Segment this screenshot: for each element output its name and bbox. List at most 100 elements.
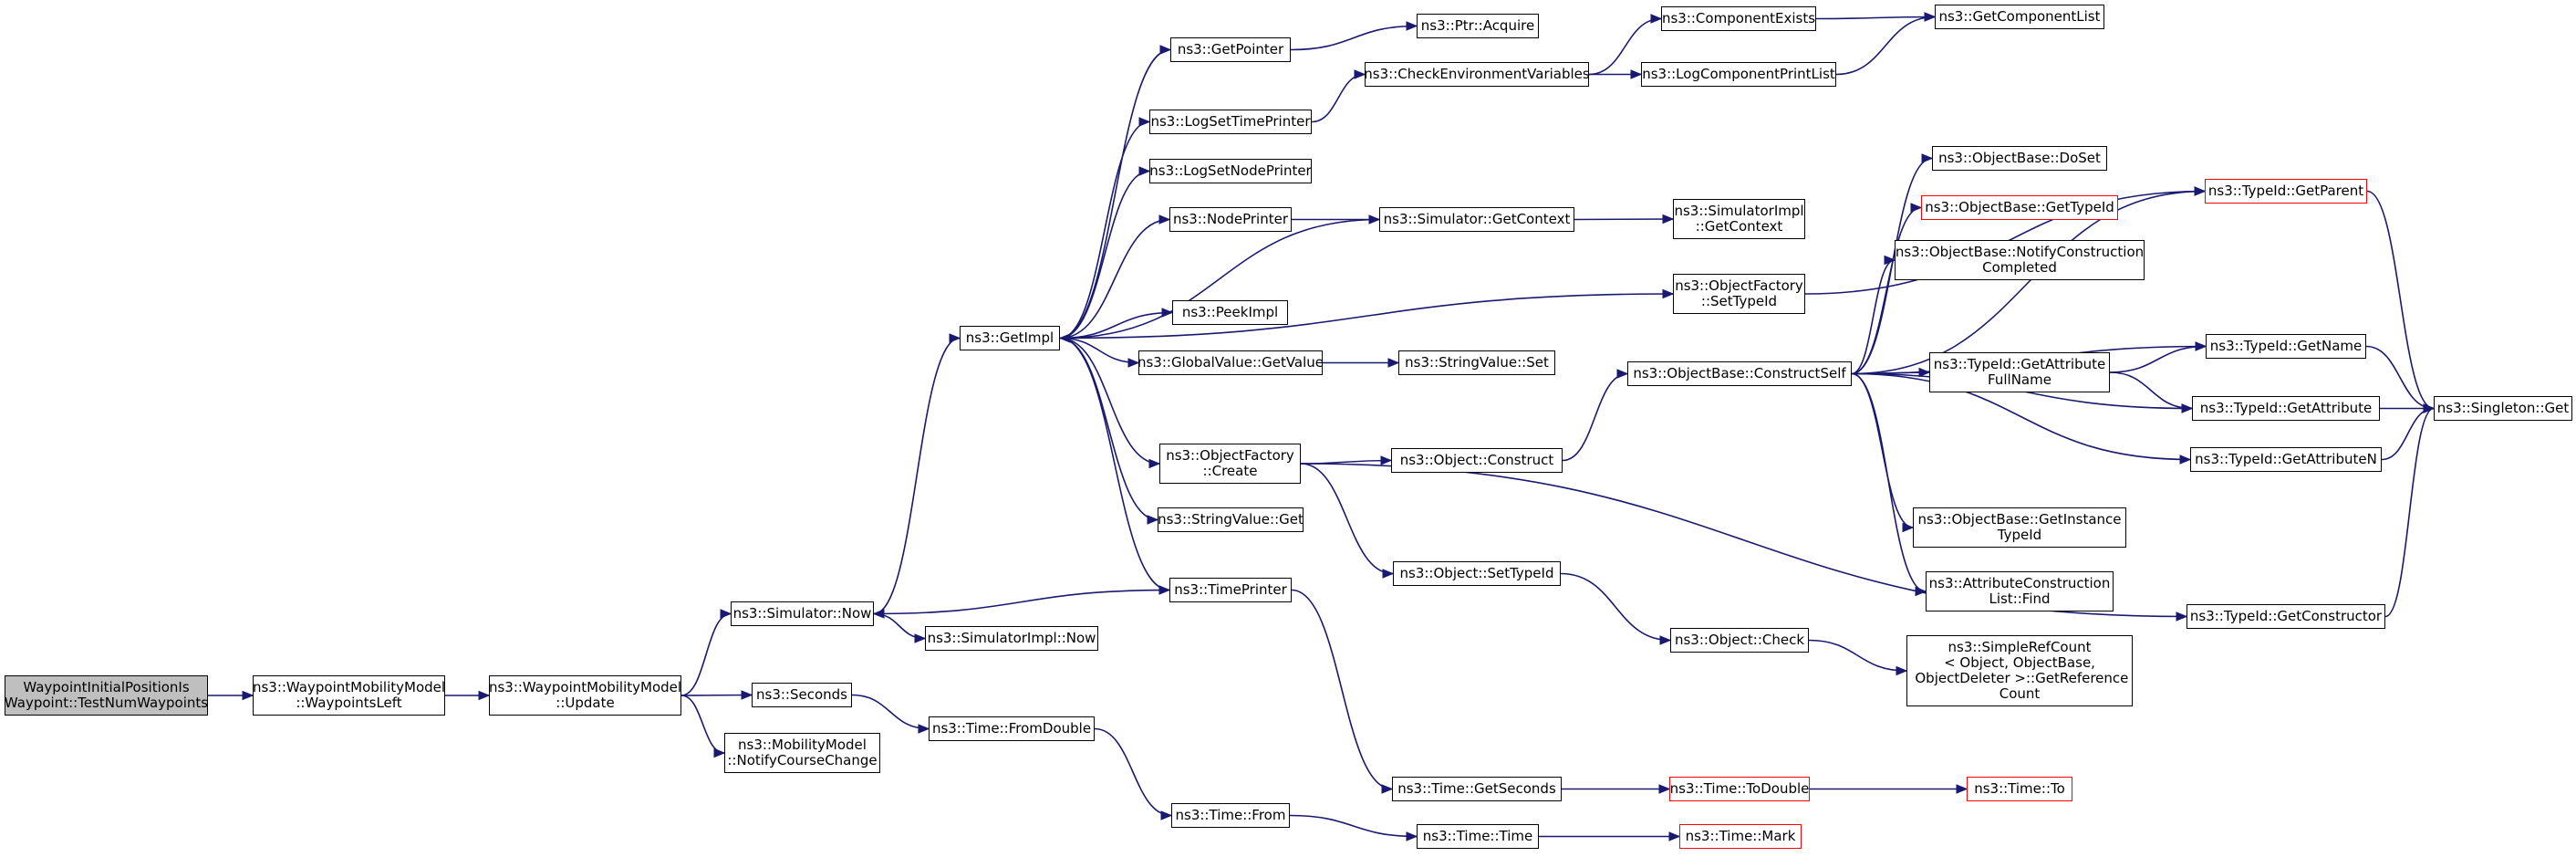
edge-get-impl-to-get-pointer — [1059, 48, 1171, 340]
node-obj-settypeid[interactable]: ns3::Object::SetTypeId — [1393, 561, 1561, 586]
edge-arrowhead — [1147, 515, 1159, 525]
node-of-create[interactable]: ns3::ObjectFactory::Create — [1159, 444, 1301, 484]
node-label-line: ns3::TimePrinter — [1174, 581, 1287, 598]
node-label-line: ns3::PeekImpl — [1181, 304, 1279, 320]
node-sim-getcontext[interactable]: ns3::Simulator::GetContext — [1379, 207, 1574, 232]
node-label-line: ns3::Time::GetSeconds — [1397, 780, 1556, 797]
edge-tid-getparent-to-singleton-get — [2366, 190, 2435, 410]
node-node-printer[interactable]: ns3::NodePrinter — [1169, 207, 1292, 232]
node-simimpl-getcontext[interactable]: ns3::SimulatorImpl::GetContext — [1673, 199, 1805, 239]
node-update[interactable]: ns3::WaypointMobilityModel::Update — [489, 675, 681, 716]
node-comp-exists[interactable]: ns3::ComponentExists — [1661, 6, 1816, 31]
edge-arrowhead — [1368, 214, 1381, 225]
node-get-comp-list[interactable]: ns3::GetComponentList — [1935, 5, 2104, 29]
node-tid-getname[interactable]: ns3::TypeId::GetName — [2206, 334, 2366, 359]
edge-arrowhead — [1387, 358, 1400, 368]
node-from-double[interactable]: ns3::Time::FromDouble — [929, 716, 1095, 741]
node-label-line: ns3::ObjectBase::ConstructSelf — [1633, 365, 1846, 381]
node-log-comp-print[interactable]: ns3::LogComponentPrintList — [1641, 62, 1836, 87]
node-obj-check[interactable]: ns3::Object::Check — [1670, 628, 1809, 653]
node-tid-getconstructor[interactable]: ns3::TypeId::GetConstructor — [2186, 604, 2385, 629]
node-of-settypeid[interactable]: ns3::ObjectFactory::SetTypeId — [1673, 274, 1805, 314]
node-label-line: ::Update — [556, 695, 615, 711]
edge-arrowhead — [2176, 611, 2188, 622]
node-ob-doset[interactable]: ns3::ObjectBase::DoSet — [1932, 146, 2107, 171]
node-label-line: ns3::ObjectBase::DoSet — [1938, 150, 2101, 166]
edge-tid-getconstructor-to-singleton-get — [2384, 407, 2435, 618]
edge-ob-constructself-to-ob-gettypeid — [1851, 206, 1922, 375]
edge-ob-constructself-to-acl-find — [1851, 372, 1927, 592]
node-log-time-printer[interactable]: ns3::LogSetTimePrinter — [1149, 110, 1312, 134]
node-label-line: ns3::Simulator::GetContext — [1383, 211, 1571, 227]
node-label-line: ns3::Time::To — [1974, 780, 2065, 797]
edge-arrowhead — [918, 724, 930, 734]
node-label-line: Completed — [1982, 259, 2057, 276]
node-log-node-printer[interactable]: ns3::LogSetNodePrinter — [1149, 159, 1312, 183]
node-label-line: ns3::Seconds — [756, 686, 847, 703]
edge-arrowhead — [1668, 831, 1681, 841]
node-tid-getattribute[interactable]: ns3::TypeId::GetAttribute — [2192, 396, 2380, 421]
node-ob-gettypeid[interactable]: ns3::ObjectBase::GetTypeId — [1921, 195, 2118, 220]
node-ptr-acquire[interactable]: ns3::Ptr::Acquire — [1417, 14, 1539, 38]
node-time-todouble[interactable]: ns3::Time::ToDouble — [1669, 777, 1810, 801]
node-label-line: ns3::StringValue::Get — [1158, 511, 1304, 528]
node-tid-getattributen[interactable]: ns3::TypeId::GetAttributeN — [2190, 447, 2382, 472]
node-src-getref[interactable]: ns3::SimpleRefCount< Object, ObjectBase,… — [1906, 635, 2133, 706]
edge-get-pointer-to-ptr-acquire — [1290, 25, 1418, 51]
node-time-getseconds[interactable]: ns3::Time::GetSeconds — [1392, 777, 1562, 801]
node-label-line: < Object, ObjectBase, — [1944, 654, 2095, 671]
node-time-mark[interactable]: ns3::Time::Mark — [1679, 824, 1802, 849]
edge-arrowhead — [949, 333, 961, 343]
node-label-line: ns3::GetImpl — [965, 329, 1054, 346]
node-label-line: ns3::StringValue::Set — [1405, 354, 1549, 371]
node-label-line: List::Find — [1989, 590, 2051, 607]
node-label-line: ns3::ObjectFactory — [1166, 447, 1294, 464]
node-sv-get[interactable]: ns3::StringValue::Get — [1158, 507, 1304, 532]
node-gv-getvalue[interactable]: ns3::GlobalValue::GetValue — [1137, 350, 1324, 375]
node-seconds[interactable]: ns3::Seconds — [752, 683, 852, 707]
node-check-env[interactable]: ns3::CheckEnvironmentVariables — [1364, 62, 1590, 87]
edge-obj-check-to-src-getref — [1808, 639, 1907, 672]
node-time-from[interactable]: ns3::Time::From — [1171, 803, 1290, 828]
node-label-line: TypeId — [1997, 527, 2042, 543]
node-waypoints-left[interactable]: ns3::WaypointMobilityModel::WaypointsLef… — [253, 675, 445, 716]
node-get-impl[interactable]: ns3::GetImpl — [960, 326, 1060, 350]
edge-arrowhead — [1902, 522, 1915, 533]
node-label-line: ns3::MobilityModel — [738, 737, 867, 753]
node-label-line: ns3::ObjectBase::GetTypeId — [1925, 199, 2114, 215]
node-get-pointer[interactable]: ns3::GetPointer — [1170, 37, 1291, 62]
node-label-line: Waypoint::TestNumWaypoints — [4, 695, 209, 711]
node-label-line: WaypointInitialPositionIs — [23, 679, 190, 695]
node-label-line: ::NotifyCourseChange — [727, 752, 878, 768]
edge-arrowhead — [872, 609, 885, 619]
node-obj-construct[interactable]: ns3::Object::Construct — [1391, 448, 1563, 473]
node-time-printer[interactable]: ns3::TimePrinter — [1169, 578, 1292, 602]
node-sv-set[interactable]: ns3::StringValue::Set — [1398, 350, 1555, 375]
node-label-line: ns3::TypeId::GetConstructor — [2189, 608, 2383, 624]
node-label-line: ns3::LogSetNodePrinter — [1149, 162, 1312, 179]
node-simimpl-now[interactable]: ns3::SimulatorImpl::Now — [925, 626, 1098, 651]
node-peek-impl[interactable]: ns3::PeekImpl — [1172, 300, 1288, 325]
edge-arrowhead — [1910, 203, 1923, 213]
node-time-to[interactable]: ns3::Time::To — [1967, 777, 2072, 801]
node-singleton-get[interactable]: ns3::Singleton::Get — [2434, 396, 2572, 421]
edge-arrowhead — [1924, 12, 1937, 22]
node-ob-constructself[interactable]: ns3::ObjectBase::ConstructSelf — [1627, 361, 1852, 386]
edge-time-printer-to-sim-now — [873, 589, 1170, 615]
node-label-line: ns3::GetPointer — [1177, 41, 1284, 57]
node-sim-now[interactable]: ns3::Simulator::Now — [731, 601, 874, 626]
edge-arrowhead — [1650, 14, 1663, 24]
edge-arrowhead — [1659, 635, 1672, 645]
node-label-line: ns3::Time::Time — [1422, 828, 1533, 844]
node-time-time[interactable]: ns3::Time::Time — [1417, 824, 1539, 849]
edge-get-impl-to-node-printer — [1059, 218, 1170, 340]
edge-get-impl-to-of-settypeid — [1059, 293, 1674, 340]
node-tid-getparent[interactable]: ns3::TypeId::GetParent — [2205, 179, 2367, 204]
node-label-line: ns3::WaypointMobilityModel — [252, 679, 446, 695]
edge-arrowhead — [1058, 333, 1071, 343]
node-notify-course[interactable]: ns3::MobilityModel::NotifyCourseChange — [724, 733, 880, 773]
